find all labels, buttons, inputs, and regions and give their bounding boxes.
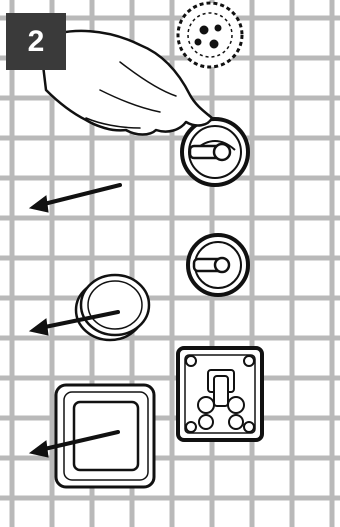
round-sleeve: [76, 275, 149, 340]
valve-body: [178, 348, 262, 440]
upper-valve-trim: [182, 119, 248, 185]
shower-head-icon: [178, 3, 242, 67]
step-number: 2: [28, 25, 45, 59]
middle-valve-trim: [188, 235, 248, 295]
arrow-left-icon: [30, 185, 120, 212]
step-number-badge: 2: [6, 13, 66, 70]
